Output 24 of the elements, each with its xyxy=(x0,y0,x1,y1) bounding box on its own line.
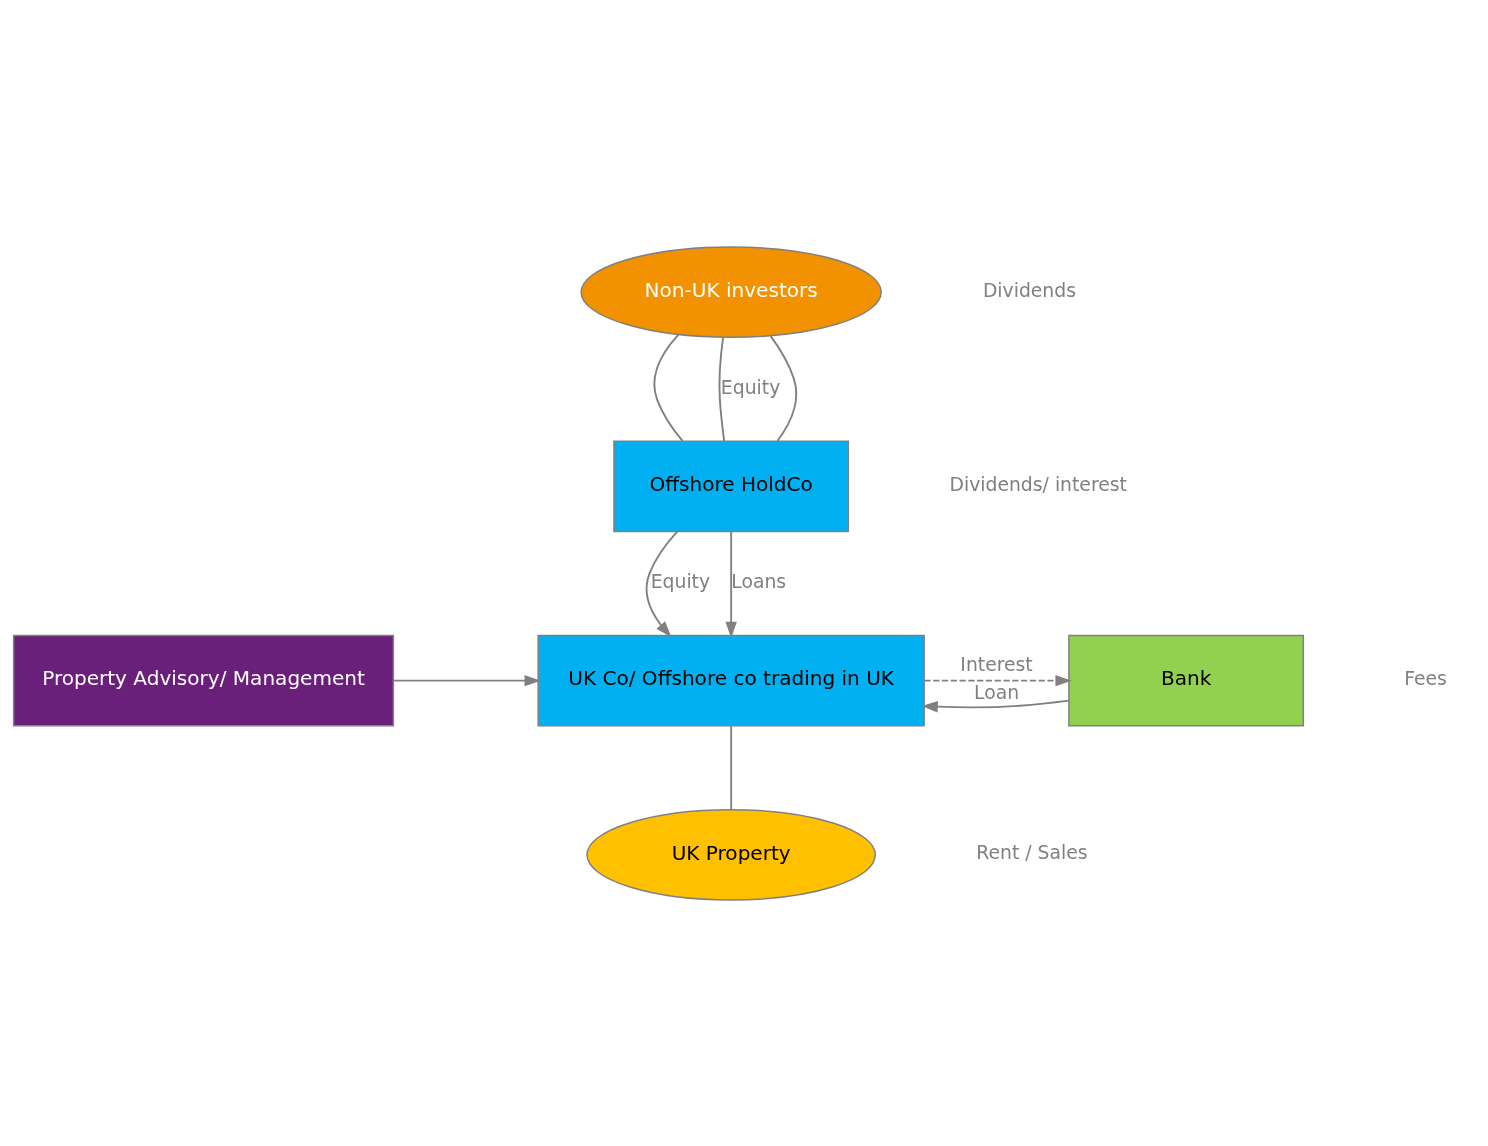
arrow xyxy=(725,530,737,638)
arrow xyxy=(645,530,679,637)
arrow xyxy=(392,674,541,686)
edge-label: Loans xyxy=(731,570,787,592)
node-box: Offshore HoldCo xyxy=(613,440,850,532)
arrow xyxy=(923,674,1072,686)
label: Rent / Sales xyxy=(976,841,1088,863)
node-box: UK Co/ Offshore co trading in UK xyxy=(537,634,925,727)
edge-label: Equity xyxy=(720,376,781,398)
edge-label: Equity xyxy=(650,570,711,592)
label: Dividends xyxy=(982,279,1076,301)
connector xyxy=(718,335,726,442)
connector xyxy=(653,333,684,442)
edge-label: Interest xyxy=(960,653,1033,675)
connector xyxy=(769,334,798,442)
arrow xyxy=(921,699,1070,712)
node-box: Bank xyxy=(1068,634,1305,727)
connector xyxy=(730,724,733,810)
node-ellipse: UK Property xyxy=(586,808,877,901)
label: Fees xyxy=(1404,667,1447,689)
node-ellipse: Non-UK investors xyxy=(580,245,882,338)
edge-label: Loan xyxy=(974,681,1020,703)
node-box: Property Advisory/ Management xyxy=(12,634,395,727)
label: Dividends/ interest xyxy=(949,473,1127,495)
